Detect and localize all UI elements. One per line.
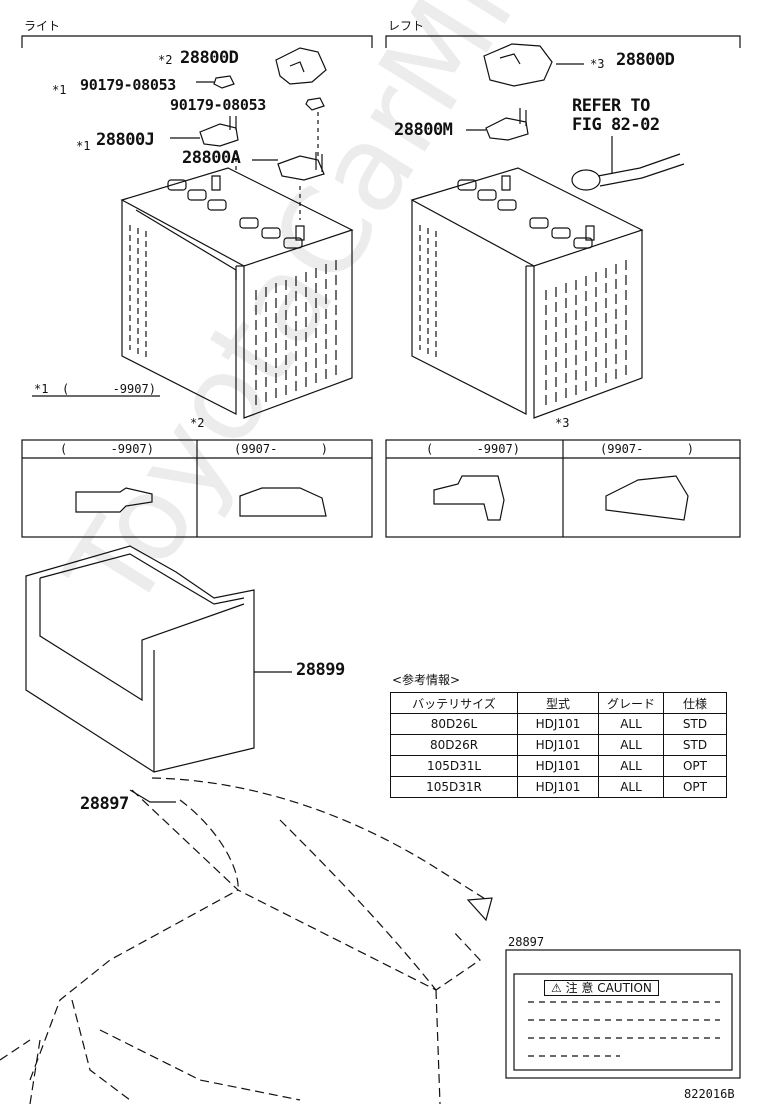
cell: 105D31R <box>390 776 518 798</box>
part-28800J: 28800J <box>96 130 155 150</box>
part-28800A: 28800A <box>182 148 241 168</box>
box-mark-3: *3 <box>555 416 570 430</box>
nut-90179-b <box>305 97 325 160</box>
arrow-28897 <box>466 897 493 922</box>
part-28897: 28897 <box>80 794 129 814</box>
cell: ALL <box>598 734 664 756</box>
cell: STD <box>663 734 727 756</box>
table-header-row: バッテリサイズ 型式 グレード 仕様 <box>390 692 727 714</box>
cell: 105D31L <box>390 755 518 777</box>
variant-box-left <box>385 439 741 538</box>
part-28800M: 28800M <box>394 120 453 140</box>
mark-3: *3 <box>590 57 605 71</box>
part-90179-a: 90179-08053 <box>80 76 177 94</box>
left-section-bracket <box>385 35 741 48</box>
mark-1b: *1 <box>76 139 91 153</box>
battery-left <box>410 167 644 419</box>
cell: ALL <box>598 713 664 735</box>
cell: OPT <box>663 755 727 777</box>
footnote-text: ( -9907) <box>62 382 156 396</box>
cell: 80D26L <box>390 713 518 735</box>
box-right-right-header: (9907- ) <box>234 442 328 456</box>
table-row: 80D26L HDJ101 ALL STD <box>390 713 727 735</box>
cell: OPT <box>663 776 727 798</box>
reference-info-table: バッテリサイズ 型式 グレード 仕様 80D26L HDJ101 ALL STD… <box>390 692 727 798</box>
box-left-right-header: (9907- ) <box>600 442 694 456</box>
cable-clamp <box>571 136 685 191</box>
box-left-left-header: ( -9907) <box>426 442 520 456</box>
header-model: 型式 <box>517 692 599 714</box>
left-side-label: レフト <box>388 19 425 33</box>
caution-label-28897 <box>505 949 741 1079</box>
mark-1a: *1 <box>52 83 67 97</box>
table-row: 105D31L HDJ101 ALL OPT <box>390 755 727 777</box>
cell: HDJ101 <box>517 734 599 756</box>
cell: STD <box>663 713 727 735</box>
part-28899: 28899 <box>296 660 345 680</box>
part-28800D-left: 28800D <box>616 50 675 70</box>
refer-to-line2: FIG 82-02 <box>572 115 660 135</box>
terminal-28800J <box>170 116 239 147</box>
right-side-label: ライト <box>24 19 61 33</box>
footnote-mark: *1 <box>34 382 49 396</box>
caution-label-part-number: 28897 <box>508 935 545 949</box>
cell: HDJ101 <box>517 713 599 735</box>
cell: ALL <box>598 755 664 777</box>
figure-code: 822016B <box>684 1087 735 1101</box>
box-mark-2: *2 <box>190 416 205 430</box>
terminal-cover-right-28800D <box>275 47 327 85</box>
battery-tray-28899 <box>25 545 292 773</box>
refer-to-line1: REFER TO <box>572 96 650 116</box>
box-right-left-header: ( -9907) <box>60 442 154 456</box>
table-row: 105D31R HDJ101 ALL OPT <box>390 776 727 798</box>
cell: 80D26R <box>390 734 518 756</box>
vehicle-outline <box>0 777 491 1105</box>
part-90179-b: 90179-08053 <box>170 96 267 114</box>
right-section-bracket <box>21 35 373 48</box>
part-28800D-right: 28800D <box>180 48 239 68</box>
variant-box-right <box>21 439 373 538</box>
header-spec: 仕様 <box>663 692 727 714</box>
terminal-cover-left-28800D <box>483 43 584 87</box>
reference-info-title: <参考情報> <box>392 673 461 687</box>
terminal-28800M <box>466 108 529 141</box>
table-row: 80D26R HDJ101 ALL STD <box>390 734 727 756</box>
header-battery-size: バッテリサイズ <box>390 692 518 714</box>
cell: HDJ101 <box>517 755 599 777</box>
header-grade: グレード <box>598 692 664 714</box>
terminal-28800A <box>252 152 325 181</box>
battery-right <box>120 167 354 419</box>
cell: HDJ101 <box>517 776 599 798</box>
caution-label-title: ⚠ 注 意 CAUTION <box>544 980 659 996</box>
cell: ALL <box>598 776 664 798</box>
mark-2: *2 <box>158 53 173 67</box>
nut-90179-a <box>196 75 235 89</box>
